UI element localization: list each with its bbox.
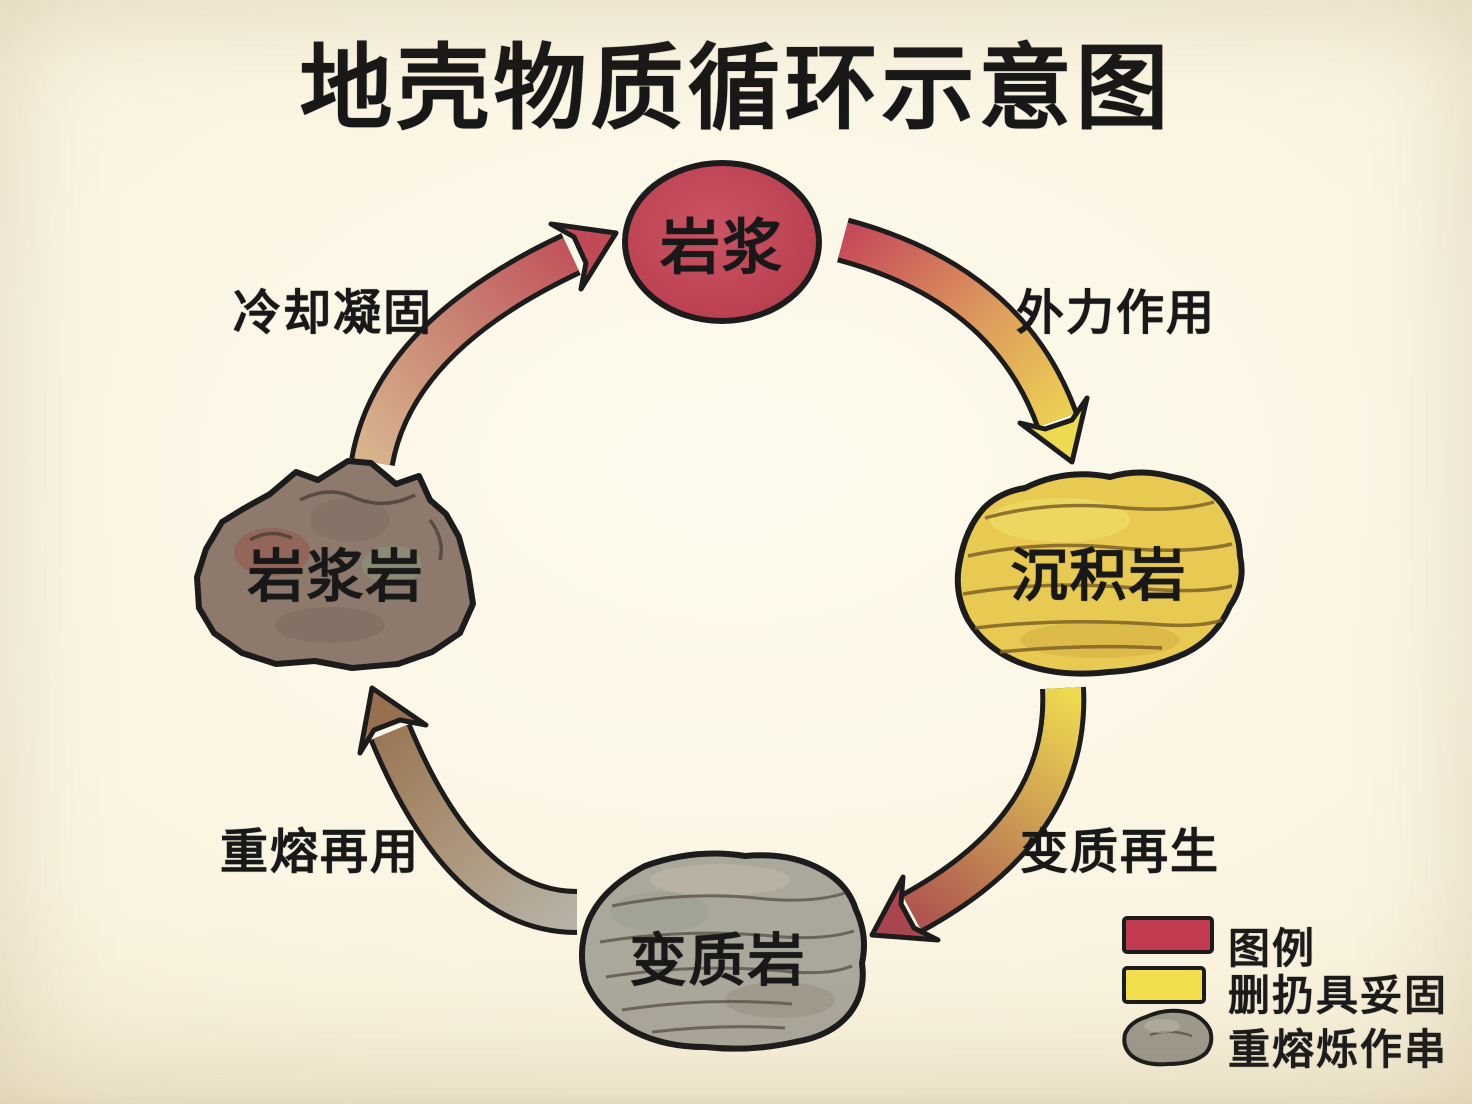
arrow-external-force <box>836 217 1090 465</box>
node-label-igneous: 岩浆岩 <box>247 545 425 609</box>
arrowhead-external-force <box>1017 395 1090 465</box>
arrowhead-cooling <box>548 221 619 292</box>
arrow-cooling <box>349 221 619 467</box>
legend-swatch-rock <box>1122 1008 1214 1067</box>
process-label-external-force: 外力作用 <box>1015 287 1217 340</box>
process-label-cooling: 冷却凝固 <box>232 287 434 340</box>
node-label-sedimentary: 沉积岩 <box>1010 544 1188 608</box>
arrow-remelting <box>357 685 578 935</box>
legend-swatch-sedimentary <box>1122 966 1206 1004</box>
metamorphic-rock-shape <box>579 850 867 1052</box>
node-label-metamorphic: 变质岩 <box>629 929 807 993</box>
arrowhead-remelting <box>357 685 429 756</box>
arrowhead-metamorphism <box>869 874 941 943</box>
legend-label-2: 删扔具妥固 <box>1228 972 1449 1019</box>
page-title: 地壳物质循环示意图 <box>299 36 1173 141</box>
igneous-rock-shape <box>194 458 476 671</box>
process-label-metamorphism: 变质再生 <box>1019 826 1221 879</box>
node-label-magma: 岩浆 <box>660 214 784 282</box>
legend-label-3: 重熔烁作串 <box>1228 1026 1449 1073</box>
legend-label-1: 图例 <box>1228 925 1317 972</box>
process-label-remelting: 重熔再用 <box>219 826 421 879</box>
arrow-metamorphism <box>869 686 1087 943</box>
sedimentary-rock-shape <box>954 469 1245 677</box>
legend-swatches <box>1122 916 1214 1067</box>
magma-node-shape <box>622 160 822 324</box>
legend-swatch-magma <box>1122 916 1214 954</box>
